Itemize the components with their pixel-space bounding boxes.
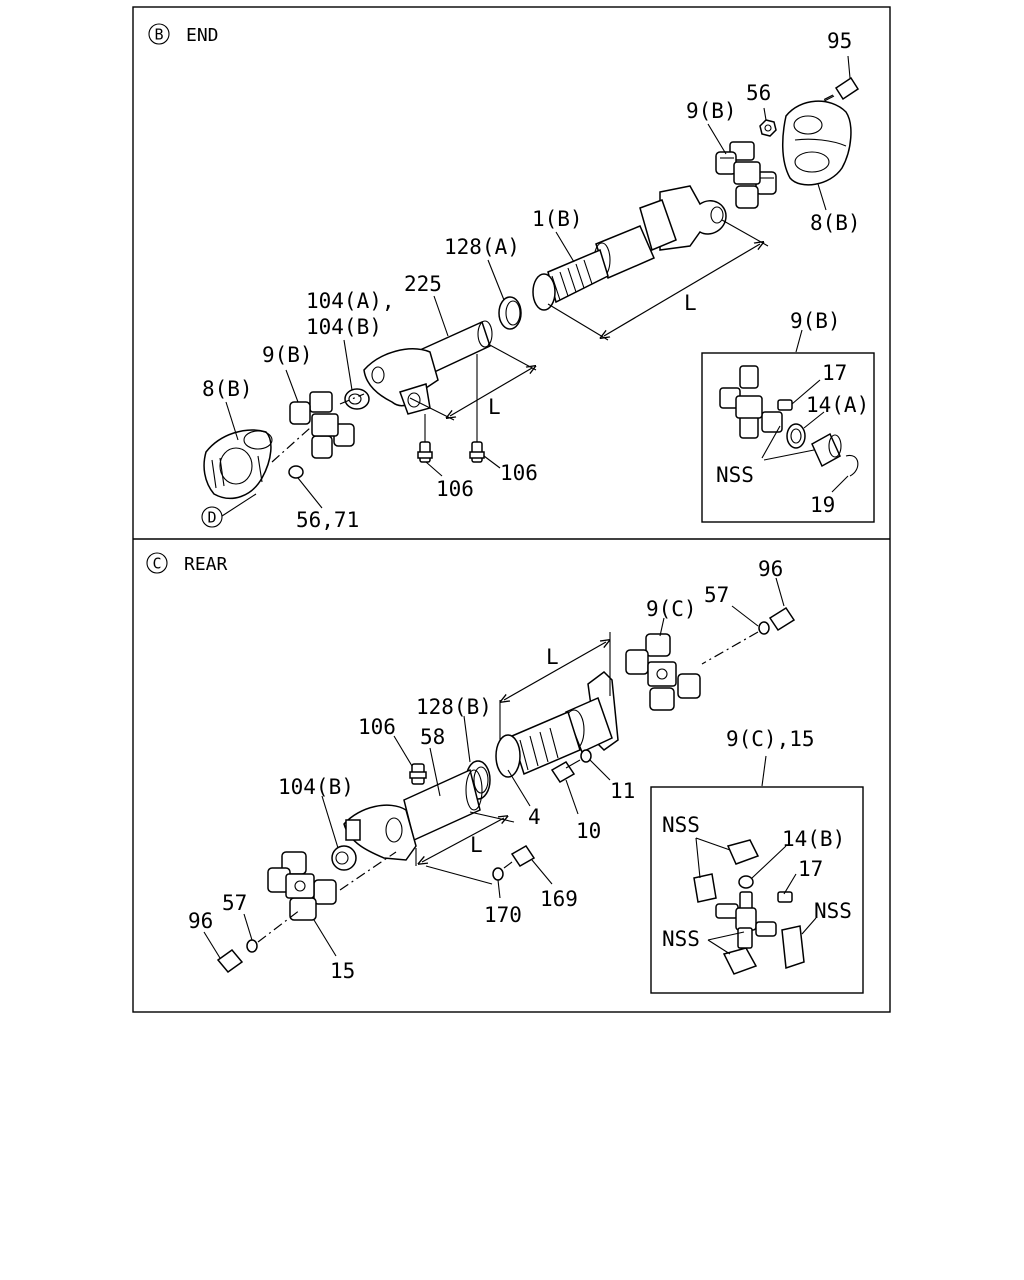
inset-label-nss-right: NSS xyxy=(814,899,852,923)
sleeve-tube-58 xyxy=(343,768,483,861)
bolt-96-bottom xyxy=(216,851,397,974)
leader-lines-rear xyxy=(203,577,785,959)
section-end-marker: B xyxy=(154,26,163,44)
marker-d: D xyxy=(201,506,223,528)
label-11: 11 xyxy=(610,779,635,803)
grease-nipples-106 xyxy=(417,354,485,463)
shaft-1b xyxy=(532,185,727,311)
bolt-96-top xyxy=(701,606,796,665)
section-end-title: END xyxy=(186,25,219,46)
section-rear: C REAR xyxy=(146,552,864,994)
label-1b: 1(B) xyxy=(532,207,583,231)
bolt-10-washer-11 xyxy=(550,749,592,783)
dust-seal-128a xyxy=(498,296,522,330)
bolt-169-washer-170 xyxy=(492,845,536,881)
label-106-left: 106 xyxy=(436,477,474,501)
label-106-right: 106 xyxy=(500,461,538,485)
inset-label-nss-top: NSS xyxy=(662,813,700,837)
grease-nipple-106-rear xyxy=(409,763,427,785)
inset-label-9b: 9(B) xyxy=(790,309,841,333)
washer-56-71 xyxy=(288,465,304,479)
dimension-l-sleeve xyxy=(409,343,536,421)
sleeve-yoke-225 xyxy=(363,320,493,415)
bearing-104 xyxy=(344,388,370,410)
universal-joint-9c xyxy=(625,633,701,711)
label-56-71: 56,71 xyxy=(296,508,359,532)
label-57-bottom: 57 xyxy=(222,891,247,915)
slip-shaft-4 xyxy=(495,671,619,778)
label-104a-104b-line1: 104(A), xyxy=(306,289,395,313)
inset-label-nss-bottom: NSS xyxy=(662,927,700,951)
label-104b-rear: 104(B) xyxy=(278,775,354,799)
label-104a-104b-line2: 104(B) xyxy=(306,315,382,339)
label-57-top: 57 xyxy=(704,583,729,607)
dimension-l-rear-top xyxy=(500,632,610,740)
label-56: 56 xyxy=(746,81,771,105)
universal-joint-15 xyxy=(267,851,337,921)
label-95: 95 xyxy=(827,29,852,53)
label-dim-l-rear-top: L xyxy=(546,645,559,669)
section-rear-title: REAR xyxy=(184,554,228,575)
inset-9c-15: 9(C),15 NSS 14(B) 17 NSS NSS xyxy=(650,727,864,994)
label-8b-right: 8(B) xyxy=(810,211,861,235)
section-end-header: B END xyxy=(148,23,219,46)
label-4: 4 xyxy=(528,805,541,829)
inset-9b: 9(B) 17 14(A) NSS 19 xyxy=(701,309,875,523)
section-end: B END xyxy=(148,23,875,532)
bearing-104b-rear xyxy=(331,845,357,871)
flange-yoke-8b-left xyxy=(203,429,273,499)
label-170: 170 xyxy=(484,903,522,927)
label-106-rear: 106 xyxy=(358,715,396,739)
label-dim-l-sleeve: L xyxy=(488,395,501,419)
label-169: 169 xyxy=(540,887,578,911)
inset-label-17: 17 xyxy=(822,361,847,385)
universal-joint-9b-left xyxy=(289,391,355,459)
inset-label-9c-15: 9(C),15 xyxy=(726,727,815,751)
label-225: 225 xyxy=(404,272,442,296)
label-8b-left: 8(B) xyxy=(202,377,253,401)
inset-label-14a: 14(A) xyxy=(806,393,869,417)
label-96-top: 96 xyxy=(758,557,783,581)
flange-yoke-8b-right xyxy=(781,100,852,186)
dimension-l-shaft xyxy=(547,219,769,341)
svg-text:D: D xyxy=(207,509,216,527)
inset-label-14b: 14(B) xyxy=(782,827,845,851)
label-9b-top: 9(B) xyxy=(686,99,737,123)
inset-label-nss: NSS xyxy=(716,463,754,487)
section-rear-header: C REAR xyxy=(146,552,228,575)
label-58: 58 xyxy=(420,725,445,749)
label-9c: 9(C) xyxy=(646,597,697,621)
universal-joint-9b-top xyxy=(715,141,777,209)
label-128b: 128(B) xyxy=(416,695,492,719)
label-9b-left: 9(B) xyxy=(262,343,313,367)
dimension-l-rear-bottom xyxy=(415,811,515,885)
section-rear-marker: C xyxy=(152,555,161,573)
diagram-frame xyxy=(132,6,891,1013)
label-128a: 128(A) xyxy=(444,235,520,259)
label-96-bottom: 96 xyxy=(188,909,213,933)
label-10: 10 xyxy=(576,819,601,843)
leader-lines-end xyxy=(221,55,851,517)
inset-label-17: 17 xyxy=(798,857,823,881)
label-dim-l-rear-bottom: L xyxy=(470,833,483,857)
inset-label-19: 19 xyxy=(810,493,835,517)
label-dim-l-shaft: L xyxy=(684,291,697,315)
nut-56 xyxy=(759,119,777,137)
label-15: 15 xyxy=(330,959,355,983)
